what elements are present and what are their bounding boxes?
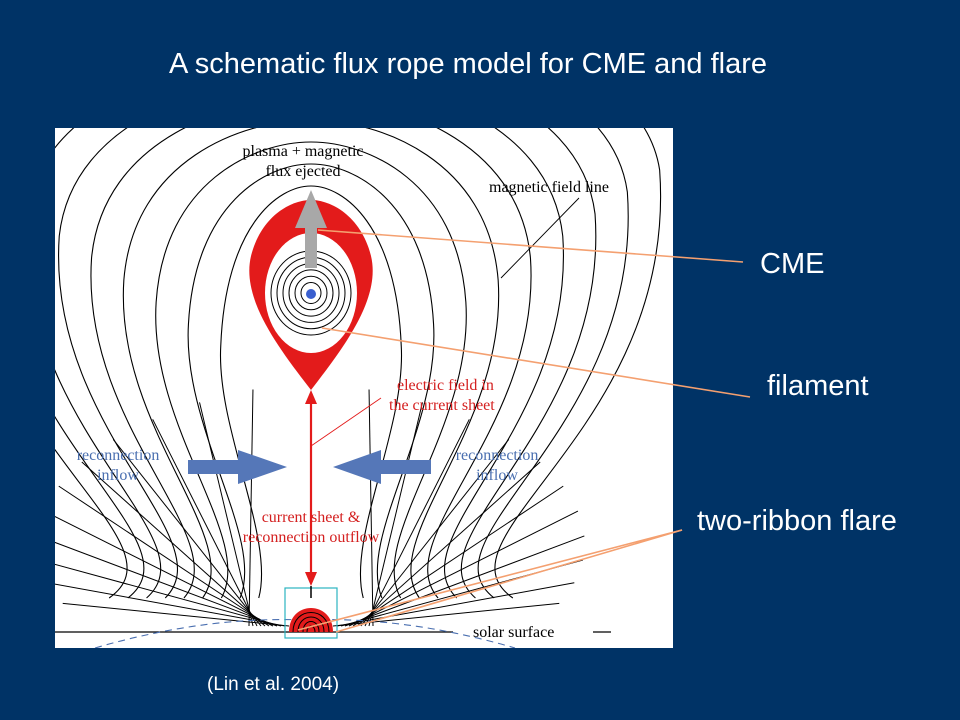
efield-pointer bbox=[310, 397, 382, 447]
fan-line-right bbox=[368, 402, 423, 627]
flare-loop-fill bbox=[289, 608, 333, 632]
field-line bbox=[122, 128, 500, 599]
slide-title: A schematic flux rope model for CME and … bbox=[169, 48, 767, 80]
fan-line-left bbox=[55, 541, 278, 627]
fan-line-left bbox=[81, 461, 266, 627]
fan-line-right bbox=[348, 510, 579, 627]
outflow-label-1: current sheet & bbox=[262, 509, 361, 526]
field-line bbox=[90, 128, 532, 599]
cme-callout: CME bbox=[760, 248, 825, 280]
inflow-right-label-2: inflow bbox=[476, 467, 518, 484]
field-line-label: magnetic field line bbox=[489, 179, 609, 196]
efield-label-1: electric field in bbox=[397, 377, 494, 394]
inflow-left-label-2: inflow bbox=[97, 467, 139, 484]
outflow-arrow-down bbox=[305, 572, 317, 586]
inflow-left-label-1: reconnection bbox=[77, 447, 160, 464]
fan-line-left bbox=[248, 389, 254, 627]
rope-ring bbox=[288, 269, 334, 317]
two-ribbon-flare-callout: two-ribbon flare bbox=[697, 505, 897, 537]
rope-ring bbox=[294, 275, 328, 311]
filament-callout: filament bbox=[767, 370, 869, 402]
efield-label-2: the current sheet bbox=[389, 397, 495, 414]
fan-line-left bbox=[62, 602, 290, 627]
magnetic-field-lines bbox=[55, 128, 662, 599]
ejection-arrow bbox=[295, 190, 327, 268]
diagram-canvas: plasma + magnetic flux ejected magnetic … bbox=[55, 128, 662, 648]
field-line-pointer bbox=[500, 197, 580, 279]
fan-line-left bbox=[55, 583, 286, 627]
fan-line-left bbox=[152, 419, 258, 627]
rope-core bbox=[306, 289, 316, 299]
fan-line-left bbox=[199, 402, 254, 627]
inflow-arrow-left bbox=[188, 450, 287, 484]
fan-line-right bbox=[368, 389, 374, 627]
flux-rope-diagram: plasma + magnetic flux ejected magnetic … bbox=[55, 128, 673, 648]
ejected-label-1: plasma + magnetic bbox=[243, 143, 364, 160]
fan-line-left bbox=[55, 563, 282, 627]
field-line bbox=[219, 185, 403, 599]
fan-line-left bbox=[58, 485, 270, 627]
field-line bbox=[187, 163, 435, 599]
rope-ring bbox=[300, 282, 322, 304]
field-line bbox=[155, 141, 467, 599]
inflow-arrow-right bbox=[333, 450, 431, 484]
inflow-right-label-1: reconnection bbox=[456, 447, 539, 464]
field-line bbox=[58, 128, 564, 599]
field-line bbox=[55, 128, 597, 599]
outflow-arrow-up bbox=[305, 390, 317, 404]
fan-line-left bbox=[55, 515, 274, 627]
ejected-label-2: flux ejected bbox=[265, 163, 340, 180]
outflow-label-2: reconnection outflow bbox=[243, 529, 380, 546]
field-line bbox=[55, 128, 629, 599]
field-line bbox=[55, 128, 662, 599]
citation: (Lin et al. 2004) bbox=[207, 674, 340, 695]
solar-surface-label: solar surface bbox=[473, 624, 554, 641]
fan-line-left bbox=[112, 439, 262, 627]
